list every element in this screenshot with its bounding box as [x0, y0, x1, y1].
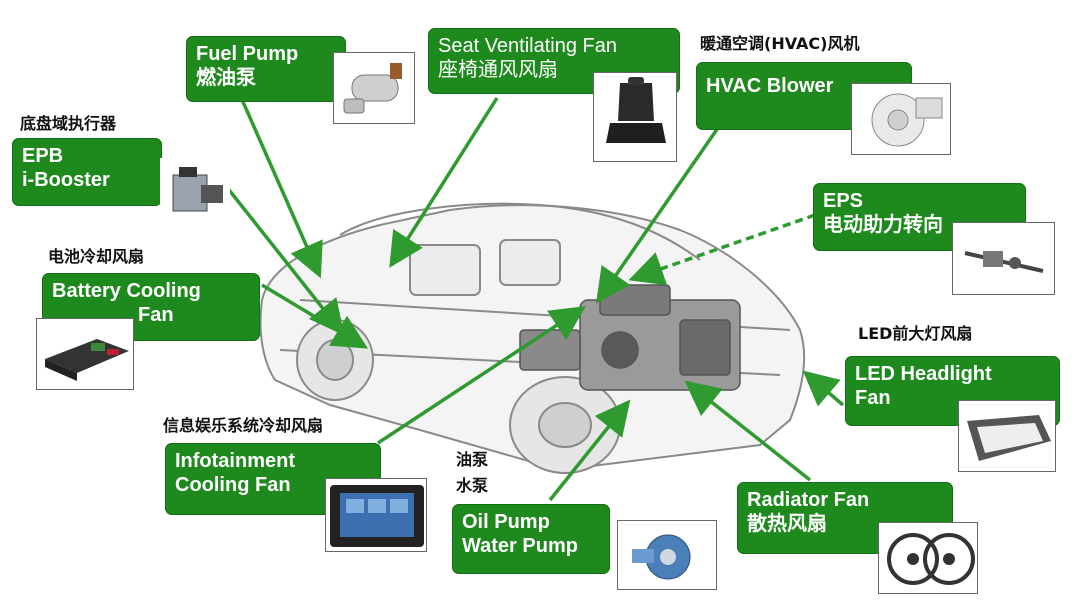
- hvac-blower-image: [851, 83, 951, 155]
- radiator-fan-image: [878, 522, 978, 594]
- caption-battery: 电池冷却风扇: [48, 247, 145, 266]
- led-headlight-image: [958, 400, 1056, 472]
- caption-hvac: 暖通空调(HVAC)风机: [700, 34, 860, 53]
- caption-chassis: 底盘域执行器: [20, 114, 117, 133]
- caption-oil-pump: 油泵: [456, 450, 489, 469]
- fuel-pump-image: [333, 52, 415, 124]
- epb-booster-image: [160, 158, 230, 228]
- caption-infotainment: 信息娱乐系统冷却风扇: [163, 416, 324, 435]
- seat-image: [593, 72, 677, 162]
- eps-image: [952, 222, 1055, 295]
- oil-water-pump-image: [617, 520, 717, 590]
- caption-led: LED前大灯风扇: [858, 324, 973, 343]
- caption-water-pump: 水泵: [456, 476, 489, 495]
- infotainment-screen-image: [325, 478, 427, 552]
- connector-arrows: [216, 94, 845, 502]
- battery-pack-image: [36, 318, 134, 390]
